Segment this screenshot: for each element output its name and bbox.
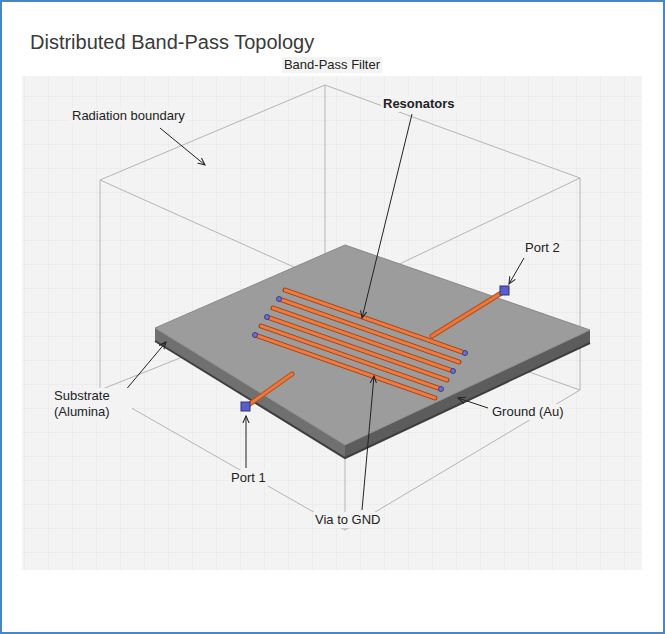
port-marker xyxy=(500,286,509,295)
feed-line xyxy=(247,374,292,406)
leader-line xyxy=(458,398,488,408)
via-dot xyxy=(277,297,282,302)
via-dot xyxy=(439,387,444,392)
part-label: Ground (Au) xyxy=(490,404,566,420)
feed-lines xyxy=(247,292,503,406)
part-label: Via to GND xyxy=(313,512,383,528)
via-dot xyxy=(265,315,270,320)
feed-line xyxy=(247,374,292,406)
resonator-line xyxy=(255,335,435,398)
part-label: Substrate (Alumina) xyxy=(52,388,132,420)
feed-line xyxy=(432,292,503,336)
feed-line xyxy=(432,292,503,336)
part-label: Resonators xyxy=(381,96,457,112)
part-label: Radiation boundary xyxy=(70,108,187,124)
leader-line xyxy=(509,258,524,284)
leader-line xyxy=(246,416,247,468)
leader-line xyxy=(362,376,374,510)
port-label: Port 1 xyxy=(229,470,268,486)
grid-texture xyxy=(22,76,642,570)
leader-line xyxy=(124,342,166,392)
via-dot xyxy=(463,351,468,356)
figure-label: Band-Pass Filter xyxy=(282,57,382,73)
resonator-outline xyxy=(255,335,435,398)
image-ground xyxy=(22,76,642,570)
via-dot xyxy=(451,369,456,374)
port-label: Port 2 xyxy=(523,240,562,256)
leader-line xyxy=(160,128,205,165)
via-dot xyxy=(253,333,258,338)
leader-lines xyxy=(124,114,524,510)
port-marker xyxy=(241,402,250,411)
leader-line xyxy=(362,114,412,318)
page-title: Distributed Band-Pass Topology xyxy=(30,30,314,54)
